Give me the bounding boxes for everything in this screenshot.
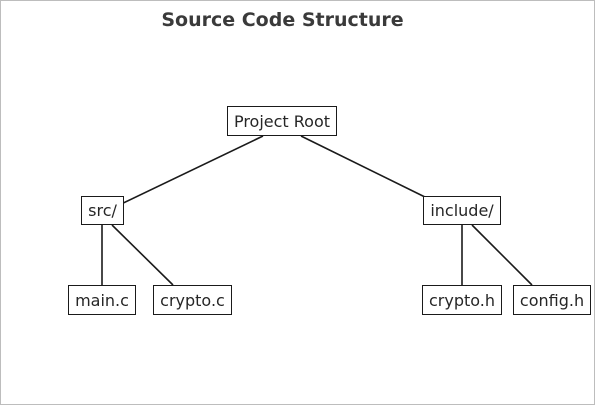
edge-include-config-h [471, 224, 533, 286]
node-crypto-h: crypto.h [422, 285, 502, 315]
edge-root-include [300, 135, 430, 200]
diagram-title: Source Code Structure [161, 9, 404, 31]
node-config-h: config.h [513, 285, 591, 315]
node-main-c: main.c [68, 285, 136, 315]
node-include-folder: include/ [423, 196, 501, 225]
edge-src-crypto-c [111, 224, 174, 286]
edge-root-src [116, 135, 264, 207]
node-crypto-c: crypto.c [153, 285, 232, 315]
node-project-root: Project Root [227, 106, 337, 136]
node-src-folder: src/ [81, 196, 124, 225]
